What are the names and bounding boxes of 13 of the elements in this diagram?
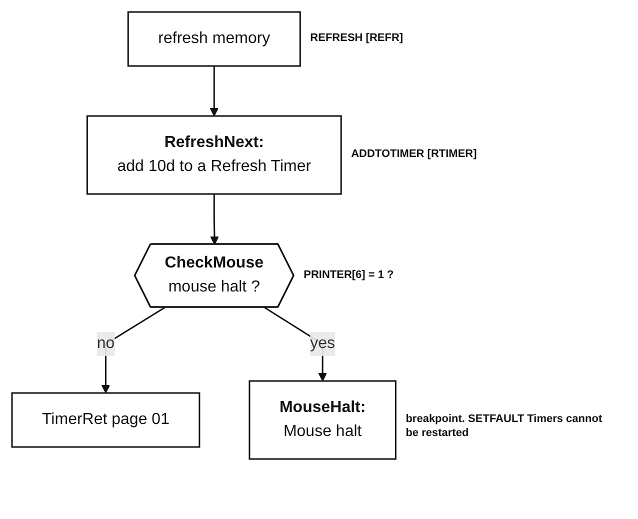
arrow (210, 66, 219, 116)
edge-label: yes (310, 335, 336, 352)
arrow (101, 306, 166, 394)
annotation-text: REFRESH [REFR] (310, 31, 404, 46)
arrow (210, 194, 219, 245)
node-box: MouseHalt: Mouse halt (248, 380, 396, 460)
annotation-text: PRINTER[6] = 1 ? (304, 268, 394, 282)
node-box: refresh memory (127, 11, 301, 67)
annotation-text: breakpoint. SETFAULT Timers cannot be restarted (406, 412, 604, 441)
node-box: TimerRet page 01 (11, 392, 200, 448)
node-box: RefreshNext: add 10d to a Refresh Timer (86, 115, 342, 195)
annotation-text: ADDTOTIMER [RTIMER] (351, 147, 477, 162)
edge-label: no (96, 335, 115, 352)
